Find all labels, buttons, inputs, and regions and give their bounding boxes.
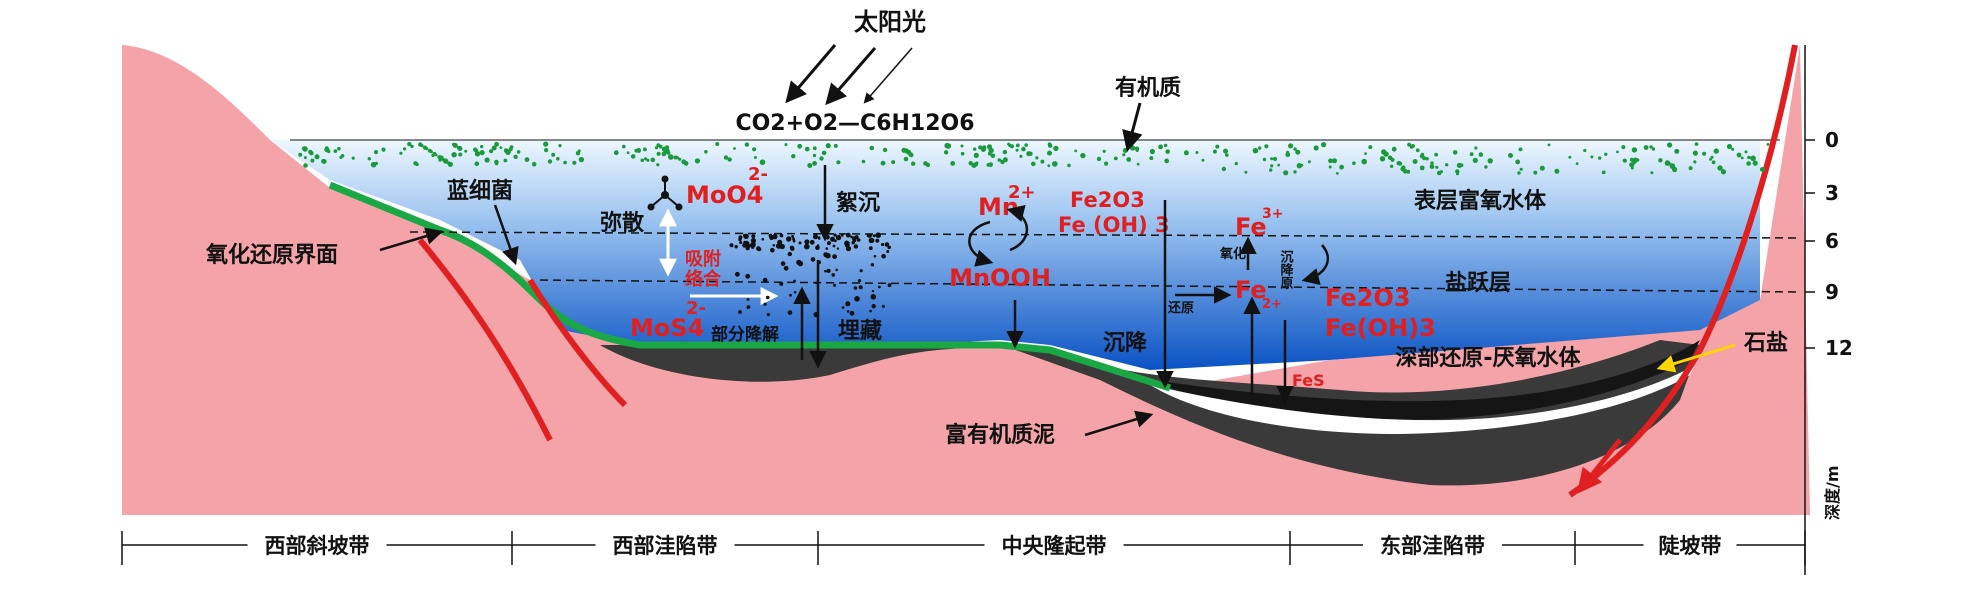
moo4-charge: 2-: [748, 164, 768, 185]
complexation-label: 络合: [685, 268, 722, 290]
depth-axis-label: 深度/m: [1823, 465, 1842, 520]
organic-matter-label: 有机质: [1115, 75, 1181, 101]
adsorption-label: 吸附: [685, 248, 721, 270]
zone-label: 东部洼陷带: [1380, 534, 1485, 558]
precipitation-reduction-label: 沉降原: [1278, 249, 1294, 290]
cyanobacteria-label: 蓝细菌: [447, 178, 513, 204]
burial-label: 埋藏: [838, 319, 882, 344]
feoh3-top-label: Fe (OH) 3: [1058, 213, 1170, 237]
feoh3-right-label: Fe(OH)3: [1325, 314, 1436, 342]
flocculation-label: 絮沉: [836, 190, 880, 216]
zone-label: 西部洼陷带: [613, 534, 718, 558]
deep-anoxic-label: 深部还原-厌氧水体: [1395, 345, 1581, 371]
fault-right-arrow: [1576, 438, 1622, 494]
redox-interface-label: 氧化还原界面: [205, 242, 338, 268]
mos4-charge: 2-: [686, 298, 706, 319]
moo4-label: MoO4: [686, 181, 763, 209]
depth-tick-label: 9: [1825, 280, 1839, 304]
mn-charge: 2+: [1008, 182, 1036, 203]
fe2o3-top-label: Fe2O3: [1070, 188, 1145, 212]
organic-matter-arrow: [1122, 102, 1143, 153]
zone-bar: 西部斜坡带 西部洼陷带 中央隆起带 东部洼陷带 陡坡带: [121, 531, 1806, 565]
sunlight-arrow-1: [785, 44, 837, 104]
depth-tick-label: 6: [1825, 229, 1839, 253]
zone-label-background: [247, 531, 387, 559]
fault-left-1: [417, 238, 553, 442]
rock-salt-label: 石盐: [1743, 331, 1788, 356]
zone-label: 中央隆起带: [1002, 534, 1107, 558]
fe2o3-right-label: Fe2O3: [1325, 284, 1411, 312]
fe3-label: Fe: [1235, 213, 1267, 241]
algae-dots: [298, 141, 1770, 176]
zone-label: 西部斜坡带: [265, 534, 370, 558]
mn-cycle-arrow-right: [1006, 204, 1029, 252]
halocline-label: 盐跃层: [1445, 271, 1511, 296]
oxidation-label: 氧化: [1219, 246, 1246, 262]
organic-mud-arrow: [1084, 410, 1154, 437]
water-body: [270, 140, 1760, 370]
cyanobacteria-arrow: [493, 204, 519, 266]
fe-curl-arrow: [1301, 244, 1329, 286]
fault-left-2: [527, 278, 628, 408]
mn-cycle-arrow-left: [968, 220, 994, 267]
surface-oxic-label: 表层富氧水体: [1414, 188, 1547, 214]
zone-label: 陡坡带: [1659, 534, 1722, 558]
zone-label-background: [984, 531, 1124, 559]
rock-salt-arrow: [1656, 343, 1736, 373]
organic-mud: [600, 340, 1700, 486]
depth-ticks: 0 3 6 9 12: [1805, 128, 1853, 360]
partial-degradation-label: 部分降解: [711, 324, 779, 345]
sunlight-label: 太阳光: [854, 8, 926, 36]
fe2-charge: 2+: [1262, 297, 1282, 312]
reduction-label: 还原: [1167, 300, 1194, 316]
halocline-top-line: [409, 231, 1801, 239]
zone-label-background: [1643, 531, 1737, 559]
halocline-bottom-line: [539, 279, 1801, 293]
redox-interface-arrow: [379, 227, 444, 252]
molecule-icon: [647, 175, 683, 211]
fault-right: [1568, 44, 1798, 498]
rock-salt-band: [1150, 365, 1695, 434]
photosynthesis-equation: CO2+O2—C6H12O6: [735, 111, 974, 136]
diffusion-label: 弥散: [600, 210, 645, 236]
fe3-charge: 3+: [1262, 206, 1283, 222]
mos4-label: MoS4: [630, 314, 704, 342]
redox-interface-line: [328, 181, 1172, 392]
sunlight-arrow-2: [825, 47, 877, 106]
depth-tick-label: 0: [1825, 128, 1839, 152]
sedimentation-label: 沉降: [1103, 331, 1148, 356]
fes-label: FeS: [1292, 371, 1325, 390]
zone-label-background: [595, 531, 735, 559]
sunlight-arrow-3: [863, 47, 913, 104]
zone-label-background: [1363, 531, 1502, 559]
depth-tick-label: 12: [1825, 336, 1853, 360]
depth-tick-label: 3: [1825, 181, 1839, 205]
organic-mud-label: 富有机质泥: [945, 422, 1055, 448]
mnooh-label: MnOOH: [949, 264, 1051, 292]
